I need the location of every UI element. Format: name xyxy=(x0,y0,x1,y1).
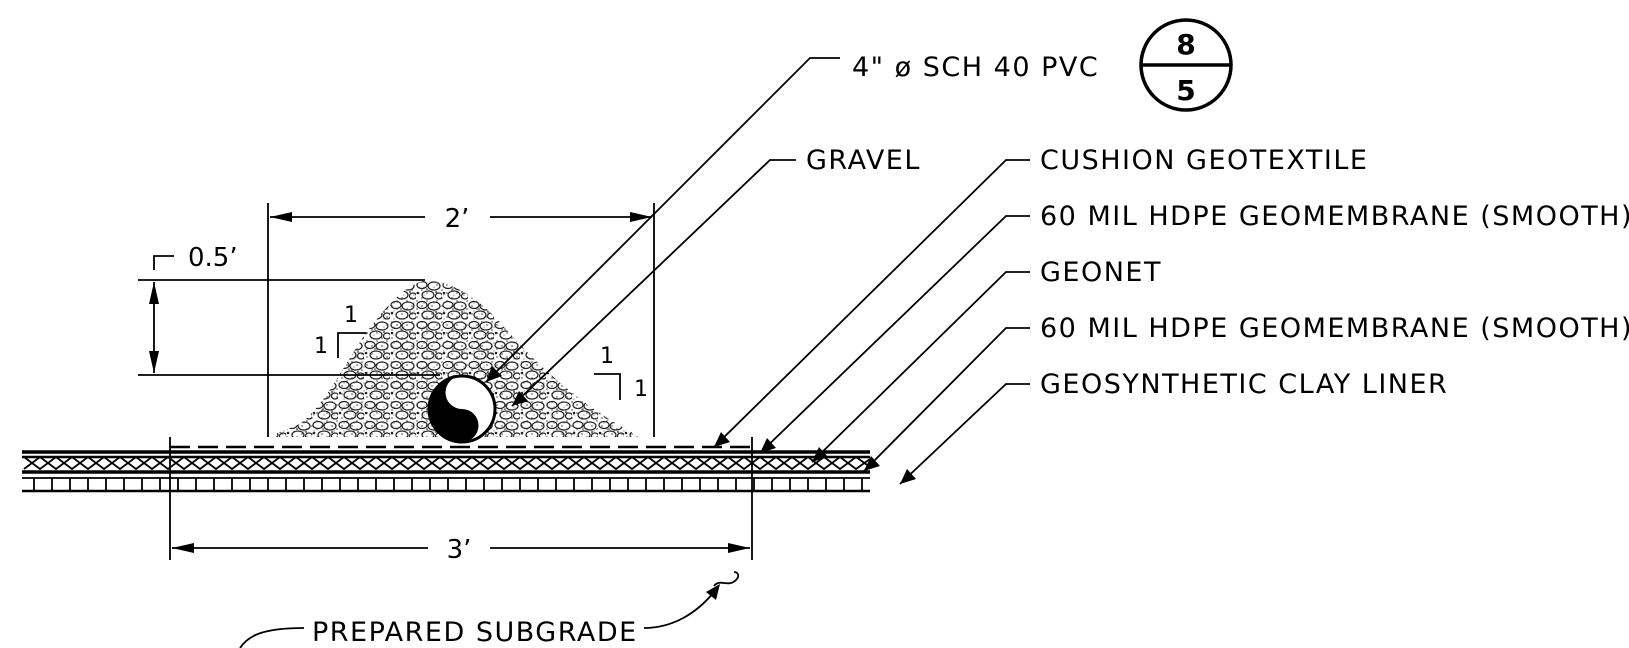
geomembrane-lower-label: 60 MIL HDPE GEOMEMBRANE (SMOOTH) xyxy=(1040,313,1629,344)
svg-text:1: 1 xyxy=(314,334,328,359)
leader-geomembrane-lower: 60 MIL HDPE GEOMEMBRANE (SMOOTH) xyxy=(863,313,1629,472)
dimension-top-width: 2’ xyxy=(267,203,655,437)
leader-gcl: GEOSYNTHETIC CLAY LINER xyxy=(899,369,1448,485)
leader-cushion-geotextile: CUSHION GEOTEXTILE xyxy=(713,145,1368,448)
leader-geonet: GEONET xyxy=(811,257,1162,463)
detail-number: 8 xyxy=(1176,28,1195,61)
slope-right: 1 1 xyxy=(594,344,648,402)
cushion-geotextile-label: CUSHION GEOTEXTILE xyxy=(1040,145,1368,176)
geonet-label: GEONET xyxy=(1040,257,1162,288)
gcl-label: GEOSYNTHETIC CLAY LINER xyxy=(1040,369,1448,400)
gravel-label: GRAVEL xyxy=(806,145,921,176)
dimension-height: 0.5’ xyxy=(138,243,440,376)
svg-text:1: 1 xyxy=(634,377,648,402)
svg-text:1: 1 xyxy=(344,303,358,328)
svg-text:1: 1 xyxy=(600,344,614,369)
leader-gravel: GRAVEL xyxy=(511,145,921,407)
sheet-number: 5 xyxy=(1176,74,1195,107)
subgrade-annotation: PREPARED SUBGRADE xyxy=(239,571,740,648)
gravel-mound xyxy=(268,280,640,437)
height-label: 0.5’ xyxy=(188,243,238,273)
top-width-label: 2’ xyxy=(445,204,470,234)
subgrade-label: PREPARED SUBGRADE xyxy=(312,617,638,648)
liner-system xyxy=(22,450,871,493)
slope-left: 1 1 xyxy=(314,303,366,359)
leader-geomembrane-upper: 60 MIL HDPE GEOMEMBRANE (SMOOTH) xyxy=(759,201,1629,454)
detail-callout: 8 5 xyxy=(1139,18,1233,112)
pvc-label: 4" ø SCH 40 PVC xyxy=(852,52,1099,83)
pvc-pipe xyxy=(427,374,497,444)
bottom-width-label: 3’ xyxy=(447,535,472,565)
leader-pvc: 4" ø SCH 40 PVC xyxy=(485,52,1099,383)
geomembrane-upper-label: 60 MIL HDPE GEOMEMBRANE (SMOOTH) xyxy=(1040,201,1629,232)
dimension-bottom-width: 3’ xyxy=(169,437,753,565)
